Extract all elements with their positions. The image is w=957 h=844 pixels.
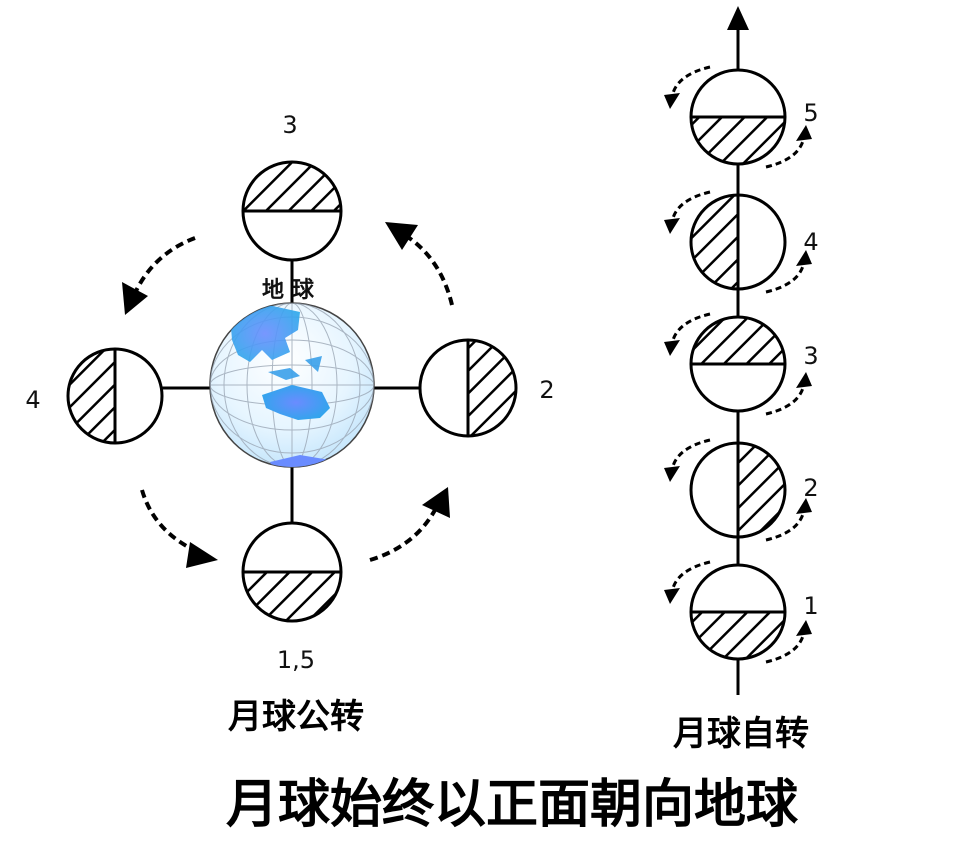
rotation-moon-5 [689,68,787,166]
rotation-arrow-right [765,509,806,542]
axis-arrow-up-icon [727,6,749,30]
arrowhead-icon [664,93,680,109]
arrowhead-icon [664,218,680,234]
orbit-arrow-left-to-bottom [140,489,206,557]
arrowhead-icon [186,542,218,568]
main-caption: 月球始终以正面朝向地球 [226,775,799,835]
orbit-arrow-right-to-top [399,230,454,306]
orbit-arrow-bottom-to-right [369,499,442,562]
earth-globe [209,302,375,468]
arrowhead-icon [796,498,812,514]
rotation-arrow-left [670,438,711,471]
rotation-caption: 月球自转 [673,714,809,754]
rotation-label-4: 4 [803,228,818,256]
orbit-arrowheads [122,222,450,568]
arrowhead-icon [796,125,812,141]
rotation-arrow-left [670,190,711,223]
orbit-moon-left [66,347,164,445]
rotation-label-5: 5 [803,99,818,127]
arrowhead-icon [664,588,680,604]
rotation-arrow-right [765,383,806,416]
arrowhead-icon [122,282,148,315]
arrowhead-icon [422,487,450,518]
rotation-moon-4 [689,193,787,291]
arrowhead-icon [796,372,812,388]
orbit-label-left: 4 [25,386,40,414]
earth-label: 地球 [262,278,322,303]
arrowhead-icon [664,340,680,356]
rotation-arrow-left [670,65,711,98]
orbit-label-right: 2 [539,376,554,404]
rotation-label-2: 2 [803,474,818,502]
rotation-arrow-right [765,631,806,664]
rotation-moon-3 [689,315,787,413]
orbit-moon-top [241,160,343,262]
orbit-caption: 月球公转 [228,697,364,737]
orbit-label-bottom: 1,5 [277,646,315,674]
rotation-moon-1 [689,563,787,661]
rotation-moon-2 [689,441,787,539]
orbit-moon-bottom [241,521,343,623]
arrowhead-icon [796,620,812,636]
rotation-label-1: 1 [803,592,818,620]
rotation-arrow-left [670,560,711,593]
arrowhead-icon [385,222,418,250]
rotation-arrow-right [765,261,806,294]
rotation-arrow-left [670,312,711,345]
orbit-moon-right [418,338,518,438]
rotation-label-3: 3 [803,342,818,370]
rotation-arrowheads [664,93,812,636]
rotation-arrows [670,65,806,664]
orbit-label-top: 3 [282,111,297,139]
arrowhead-icon [664,466,680,482]
rotation-panel: 5 4 3 2 1 [664,6,819,695]
arrowhead-icon [796,250,812,266]
orbit-arrow-top-to-left [130,236,196,301]
orbit-panel: 地球 3 2 4 [25,111,554,674]
rotation-arrow-right [765,136,806,169]
